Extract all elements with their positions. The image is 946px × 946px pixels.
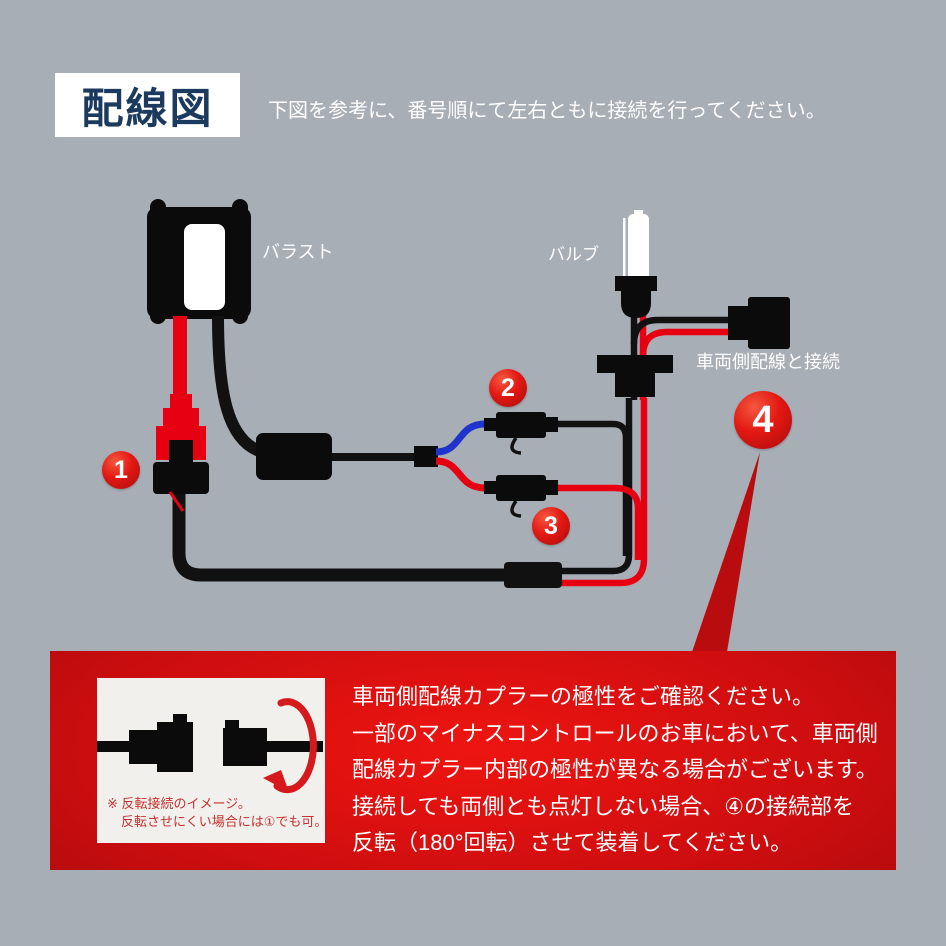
- pointer-wedge: [692, 452, 760, 652]
- step-2-number: 2: [501, 373, 515, 402]
- inset-note-line1: ※ 反転接続のイメージ。: [107, 796, 251, 811]
- notice-panel: ※ 反転接続のイメージ。 反転させにくい場合には①でも可。: [50, 651, 896, 870]
- ballast-graphic: [147, 199, 251, 324]
- notice-line: 一部のマイナスコントロールのお車において、車両側: [352, 720, 878, 746]
- bulb-graphic: [615, 210, 657, 318]
- rotation-arrow-icon: [263, 698, 317, 794]
- page-title-text: 配線図: [81, 84, 214, 132]
- page-subtitle: 下図を参考に、番号順にて左右ともに接続を行ってください。: [268, 100, 826, 122]
- ground-cable-graphic: [172, 488, 505, 582]
- right-side-wire-pair-graphic: [560, 398, 648, 587]
- notice-line: 車両側配線カプラーの極性をご確認ください。: [352, 684, 815, 709]
- controller-box-graphic: [256, 433, 438, 480]
- step-1-badge: 1: [102, 451, 140, 489]
- ballast-label: バラスト: [262, 242, 334, 262]
- coupler-right-graphic: [223, 720, 323, 766]
- splitter-wires-graphic: [435, 420, 486, 492]
- step-2-badge: 2: [489, 369, 527, 407]
- notice-line: 配線カプラー内部の極性が異なる場合がございます。: [352, 757, 878, 782]
- bulb-label: バルブ: [548, 245, 599, 264]
- step-3-badge: 3: [532, 507, 570, 545]
- reverse-connection-inset: ※ 反転接続のイメージ。 反転させにくい場合には①でも可。: [97, 678, 328, 843]
- notice-text: 車両側配線カプラーの極性をご確認ください。 一部のマイナスコントロールのお車にお…: [352, 679, 892, 862]
- power-connector-graphic: [153, 394, 209, 512]
- inset-note-line2: 反転させにくい場合には①でも可。: [121, 814, 328, 829]
- notice-line: 接続しても両側とも点灯しない場合、④の接続部を: [352, 793, 854, 819]
- cable-sleeve-graphic: [504, 562, 562, 588]
- step-1-number: 1: [114, 455, 128, 484]
- reverse-connection-illustration: [97, 698, 323, 794]
- step-4-number: 4: [752, 398, 774, 441]
- step-3-number: 3: [544, 511, 558, 540]
- page-title: 配線図: [55, 73, 240, 137]
- vehicle-connector-graphic: [728, 297, 790, 349]
- coupler-left-graphic: [97, 714, 193, 772]
- ballast-wires-graphic: [173, 315, 265, 458]
- notice-line: 反転（180°回転）させて装着してください。: [352, 830, 793, 855]
- vehicle-connection-label: 車両側配線と接続: [696, 352, 840, 372]
- step-4-badge: 4: [734, 391, 792, 449]
- bulb-holder-graphic: [597, 355, 673, 397]
